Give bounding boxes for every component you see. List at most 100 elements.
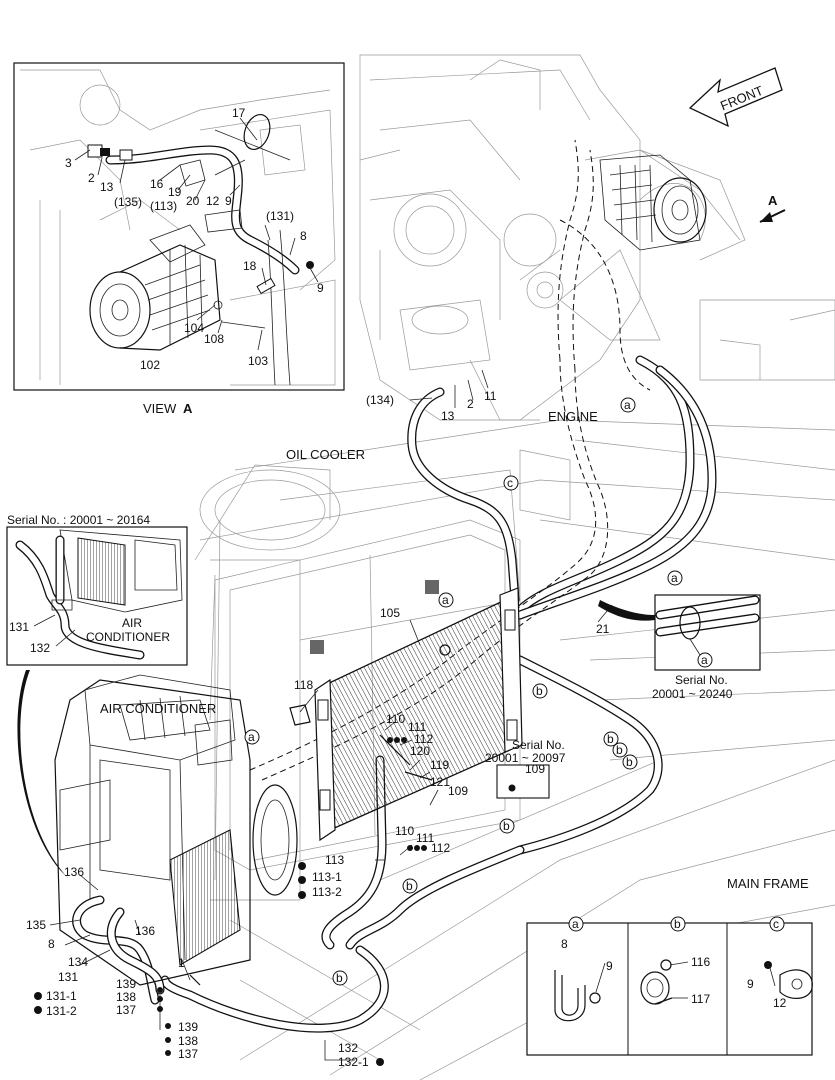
serial-20164-inset <box>6 526 188 666</box>
clamp-marker-a: a <box>244 729 260 745</box>
legend-callout-117: 117 <box>691 992 710 1006</box>
callout-13: 13 <box>100 180 114 194</box>
clamp-marker-a: a <box>438 592 454 608</box>
callout-131-2: 131-2 <box>46 1004 77 1018</box>
callout-110: 110 <box>386 712 405 726</box>
callout-104: 104 <box>184 321 204 335</box>
clamp-marker-b: b <box>612 742 628 758</box>
callout-131-inset: 131 <box>9 620 29 634</box>
air-conditioner-label: AIR CONDITIONER <box>100 701 216 716</box>
callout-113-2: 113-2 <box>312 885 342 899</box>
callout-8b: 8 <box>48 937 55 951</box>
labels: ENGINE OIL COOLER AIR CONDITIONER MAIN F… <box>7 106 809 1069</box>
condenser <box>314 587 523 842</box>
engine-label: ENGINE <box>548 409 598 424</box>
legend-callout-116: 116 <box>691 955 710 969</box>
callout-113: 113 <box>325 853 344 867</box>
callout-139b: 139 <box>178 1020 198 1034</box>
callout-134: 134 <box>68 955 88 969</box>
ac-inset-label-2: CONDITIONER <box>86 630 170 644</box>
callout-113-1: 113-1 <box>312 870 342 884</box>
clamp-marker-b: b <box>532 683 548 699</box>
clamp-legend <box>526 922 813 1056</box>
oil-cooler-label: OIL COOLER <box>286 447 365 462</box>
callout-21: 21 <box>596 622 610 636</box>
callout-138: 138 <box>116 990 136 1004</box>
svg-text:b: b <box>674 917 681 931</box>
callout-132-1: 132-1 <box>338 1055 369 1069</box>
legend-callout-9: 9 <box>606 959 613 973</box>
clamp-marker-c: c <box>503 475 519 491</box>
callout-1: 1 <box>178 956 185 970</box>
callout-132-inset: 132 <box>30 641 50 655</box>
legend-callout-9b: 9 <box>747 977 754 991</box>
leader-lines <box>33 117 776 1061</box>
callout-135p: (135) <box>114 195 142 209</box>
svg-text:c: c <box>773 917 779 931</box>
callout-131p: (131) <box>266 209 294 223</box>
svg-text:b: b <box>406 879 413 893</box>
callout-136b: 136 <box>135 924 155 938</box>
inset-pointers <box>17 600 655 880</box>
serial-20097-b: 20001 ~ 20097 <box>485 751 566 765</box>
legend-callout-12: 12 <box>773 996 787 1010</box>
svg-text:a: a <box>572 917 579 931</box>
legend-marker-a: a <box>568 916 584 932</box>
callout-118: 118 <box>294 678 313 692</box>
svg-text:a: a <box>248 730 255 744</box>
callout-139: 139 <box>116 977 136 991</box>
clamp-marker-b: b <box>332 970 348 986</box>
callout-136: 136 <box>64 865 84 879</box>
callout-105: 105 <box>380 606 400 620</box>
callout-137: 137 <box>116 1003 136 1017</box>
callout-113p: (113) <box>150 199 177 213</box>
svg-text:a: a <box>442 593 449 607</box>
callout-12: 12 <box>206 194 220 208</box>
callout-18: 18 <box>243 259 257 273</box>
engine <box>359 54 746 421</box>
view-a-letter: A <box>183 401 193 416</box>
serial-20164: Serial No. : 20001 ~ 20164 <box>7 513 150 527</box>
callout-110b: 110 <box>395 824 414 838</box>
callout-134p: (134) <box>366 393 394 407</box>
callout-109: 109 <box>448 784 468 798</box>
callout-111: 111 <box>408 720 427 734</box>
svg-text:b: b <box>616 743 623 757</box>
svg-text:c: c <box>507 476 513 490</box>
callout-135: 135 <box>26 918 46 932</box>
clamp-marker-b: b <box>622 754 638 770</box>
clamp-marker-b: b <box>603 731 619 747</box>
arrow-a-label: A <box>768 193 778 208</box>
callout-109b: 109 <box>525 762 545 776</box>
svg-text:b: b <box>626 755 633 769</box>
clamp-marker-a: a <box>667 570 683 586</box>
clamp-marker-a: a <box>697 652 713 668</box>
callout-119: 119 <box>430 758 449 772</box>
callout-103: 103 <box>248 354 268 368</box>
air-conditioner-unit <box>54 674 298 986</box>
callout-112b: 112 <box>431 841 450 855</box>
callout-121: 121 <box>430 775 450 789</box>
serial-20097-a: Serial No. <box>512 738 565 752</box>
oil-cooler <box>194 464 521 871</box>
ac-inset-label-1: AIR <box>122 616 142 630</box>
view-a-arrow: A <box>759 193 786 223</box>
callout-9b: 9 <box>317 281 324 295</box>
callout-13b: 13 <box>441 409 455 423</box>
svg-text:a: a <box>671 571 678 585</box>
callout-131: 131 <box>58 970 78 984</box>
svg-text:b: b <box>607 732 614 746</box>
legend-marker-c: c <box>769 916 785 932</box>
callout-132: 132 <box>338 1041 358 1055</box>
callout-137b: 137 <box>178 1047 198 1061</box>
callout-2b: 2 <box>467 397 474 411</box>
svg-text:b: b <box>536 684 543 698</box>
callout-131-1: 131-1 <box>46 989 77 1003</box>
callout-111b: 111 <box>416 831 435 845</box>
clamp-marker-b: b <box>499 818 515 834</box>
view-a-inset: VIEW A <box>13 62 345 416</box>
svg-text:a: a <box>624 398 631 412</box>
serial-20240-a: Serial No. <box>675 673 728 687</box>
svg-text:a: a <box>701 653 708 667</box>
callout-138b: 138 <box>178 1034 198 1048</box>
